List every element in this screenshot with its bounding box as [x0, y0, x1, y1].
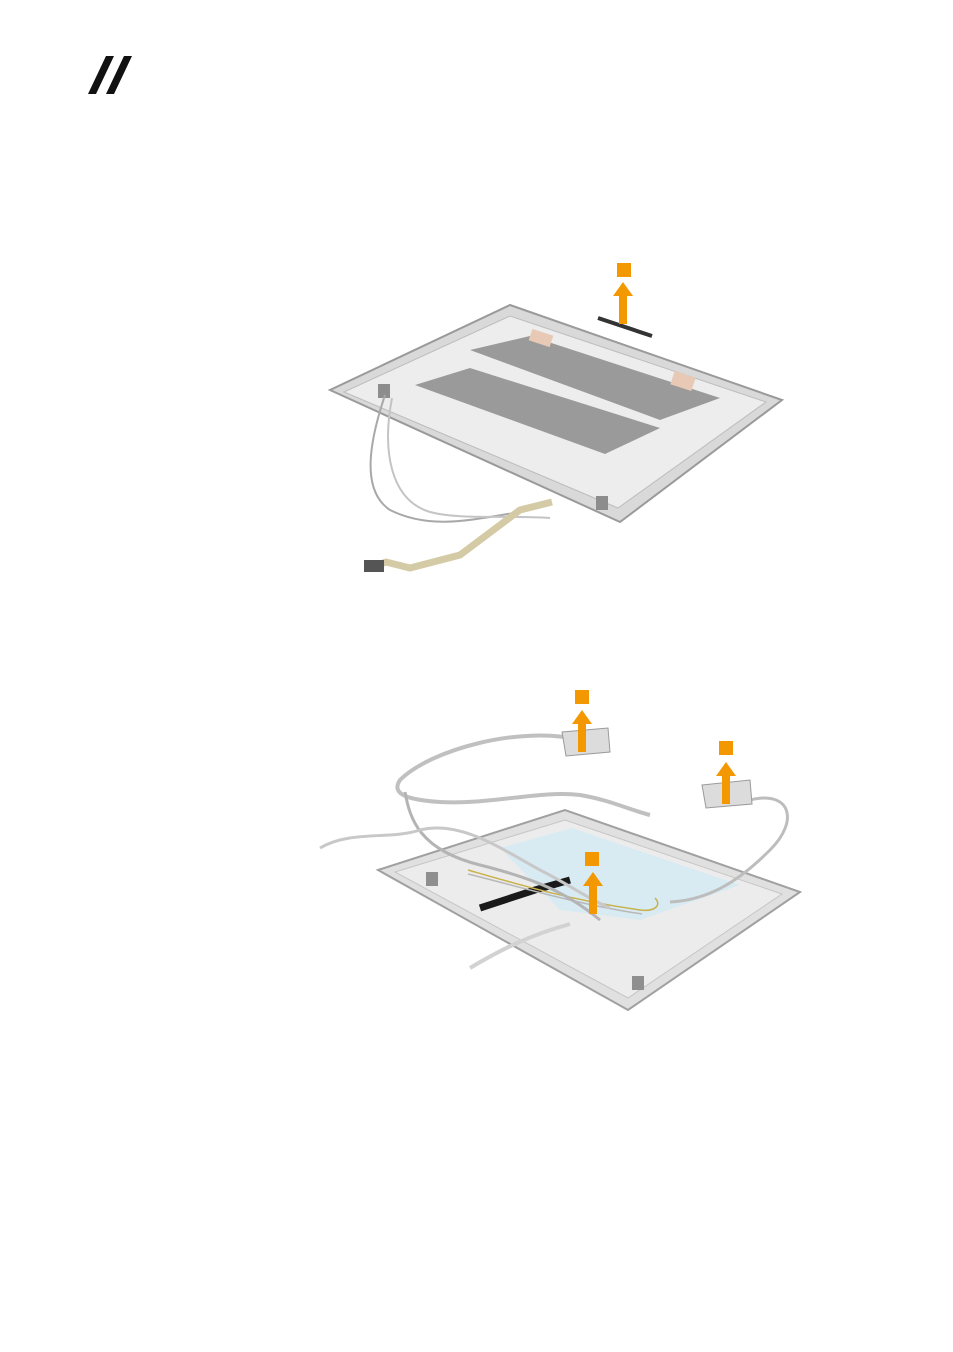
lift-arrow-icon [583, 872, 603, 914]
lift-arrow-icon [572, 710, 592, 752]
lcd-cover-illustration [320, 250, 800, 590]
lift-arrow-icon [716, 762, 736, 804]
step-marker-1 [617, 263, 631, 277]
step-marker-2a [575, 690, 589, 704]
step-marker-3 [585, 852, 599, 866]
step-marker-2b [719, 741, 733, 755]
double-slash-logo-icon [88, 56, 138, 96]
figure-remove-antennas [310, 680, 810, 1020]
antenna-removal-illustration [310, 680, 810, 1020]
figure-remove-camera [320, 250, 800, 590]
lift-arrow-icon [613, 282, 633, 324]
